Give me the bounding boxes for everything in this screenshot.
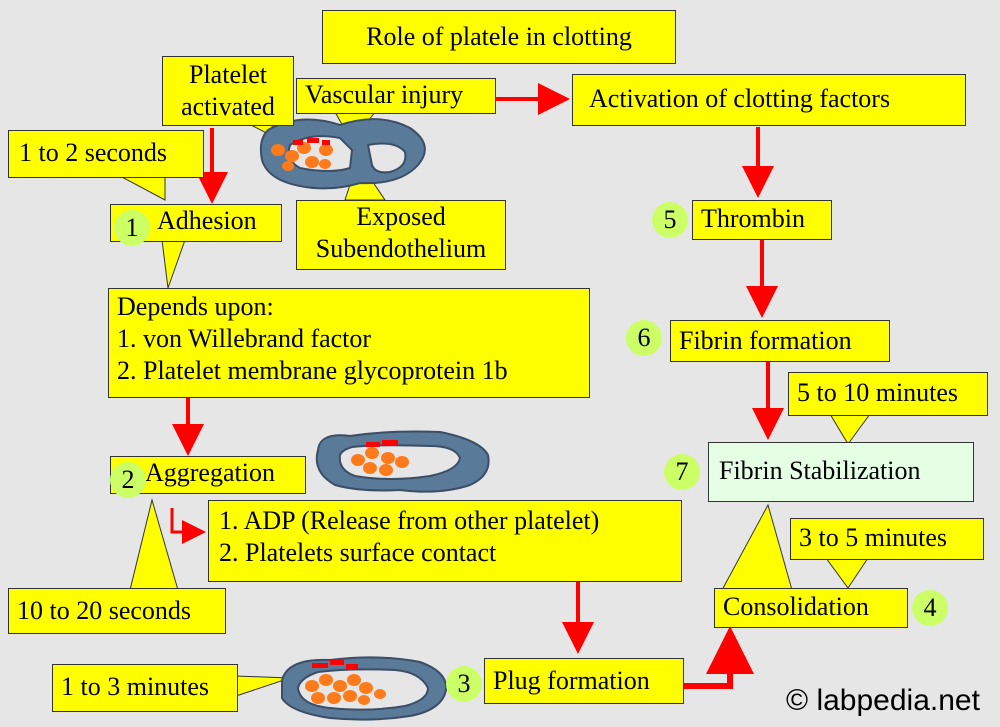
plug-formation-box: Plug formation: [484, 658, 684, 704]
step-number-5: 5: [652, 202, 688, 238]
platelet-activated-box: Platelet activated: [162, 56, 294, 126]
arrow-plug-to-consolidation: [682, 626, 754, 689]
step-number-7: 7: [664, 454, 700, 490]
depends-line-3: 2. Platelet membrane glycoprotein 1b: [117, 356, 508, 385]
vessel-injury-illustration: [259, 118, 426, 190]
step-number-1: 1: [114, 210, 150, 246]
platelet-activated-line-2: activated: [181, 92, 275, 121]
depends-line-1: Depends upon:: [117, 292, 274, 321]
step-number-4: 4: [912, 590, 948, 626]
callout-tail-adhesion: [161, 239, 186, 289]
exposed-line-2: Subendothelium: [315, 234, 487, 263]
callout-tail-1-2sec: [119, 175, 166, 201]
step-number-2: 2: [110, 462, 146, 498]
time-3-to-5-minutes-box: 3 to 5 minutes: [790, 518, 984, 560]
callout-tail-5-10min: [829, 413, 871, 445]
callout-tail-3-5min: [825, 557, 869, 589]
step-number-6: 6: [626, 320, 662, 356]
consolidation-box: Consolidation: [714, 588, 908, 628]
thrombin-box: Thrombin: [692, 200, 832, 240]
platelet-activated-line-1: Platelet: [189, 60, 267, 89]
exposed-line-1: Exposed: [356, 202, 446, 231]
copyright-text: © labpedia.net: [786, 684, 980, 717]
vascular-injury-box: Vascular injury: [296, 78, 496, 114]
activation-of-clotting-factors-box: Activation of clotting factors: [572, 74, 966, 126]
time-10-to-20-seconds-box: 10 to 20 seconds: [8, 588, 226, 634]
step-number-3: 3: [446, 666, 482, 702]
callout-tail-consolidation: [721, 503, 793, 591]
adp-platelets-box: 1. ADP (Release from other platelet) 2. …: [208, 500, 682, 582]
depends-line-2: 1. von Willebrand factor: [117, 324, 372, 353]
depends-upon-box: Depends upon: 1. von Willebrand factor 2…: [108, 288, 590, 398]
arrow-aggregation-to-adp: [170, 508, 206, 544]
time-1-to-2-seconds-box: 1 to 2 seconds: [8, 130, 204, 178]
fibrin-formation-box: Fibrin formation: [670, 320, 890, 362]
diagram-title: Role of platele in clotting: [322, 10, 676, 64]
time-5-to-10-minutes-box: 5 to 10 minutes: [788, 372, 988, 416]
vessel-plug-illustration: [281, 656, 448, 721]
fibrin-stabilization-box: Fibrin Stabilization: [708, 442, 974, 502]
exposed-subendothelium-box: Exposed Subendothelium: [296, 200, 506, 270]
adp-line-1: 1. ADP (Release from other platelet): [219, 506, 600, 535]
adp-line-2: 2. Platelets surface contact: [219, 538, 497, 567]
time-1-to-3-minutes-box: 1 to 3 minutes: [52, 664, 238, 712]
vessel-aggregation-illustration: [315, 430, 490, 493]
